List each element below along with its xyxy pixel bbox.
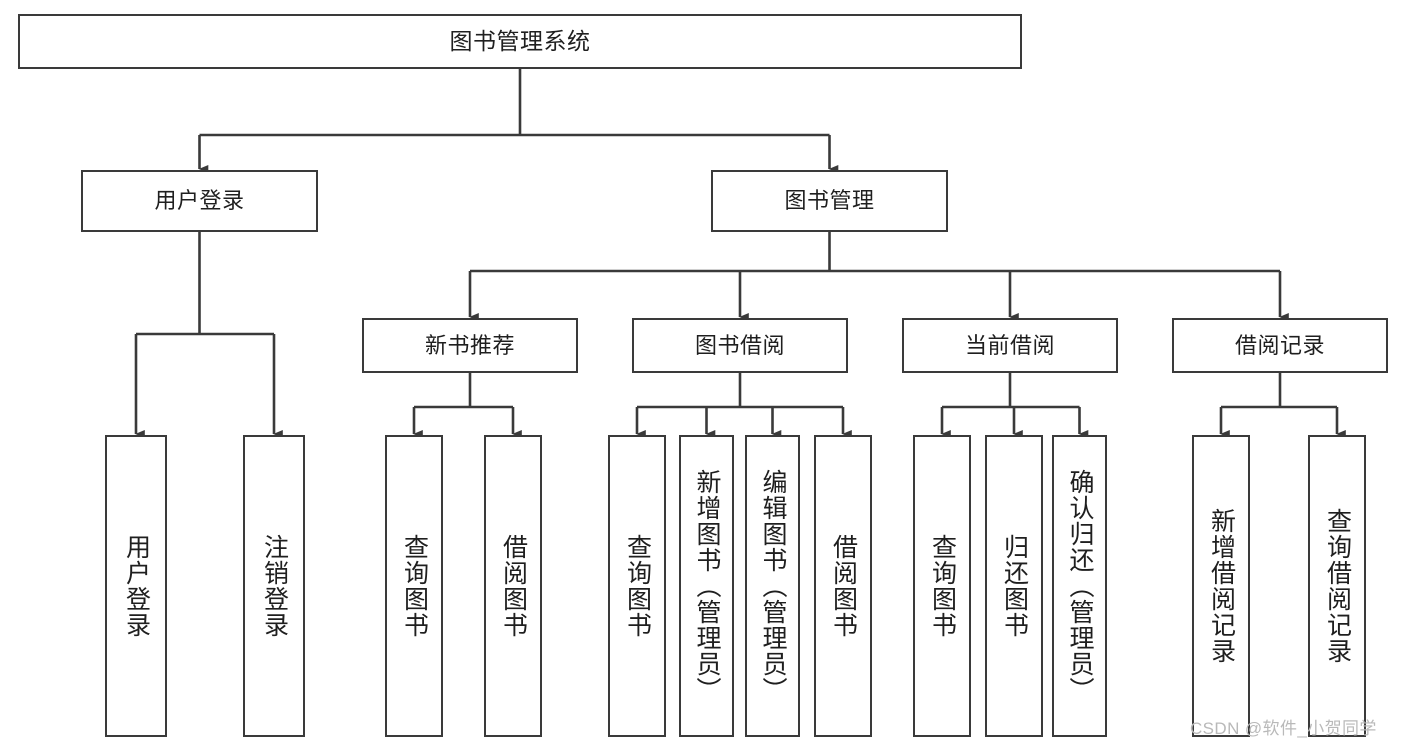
node-label-leaf-br-add: 新增图书（管理员）: [693, 469, 721, 703]
node-leaf-br-edit[interactable]: 编辑图书（管理员）: [745, 435, 800, 737]
node-label-leaf-br-edit: 编辑图书（管理员）: [759, 469, 787, 703]
node-leaf-br-borrow[interactable]: 借阅图书: [814, 435, 872, 737]
node-leaf-rc-query[interactable]: 查询借阅记录: [1308, 435, 1366, 737]
node-leaf-nb-borrow[interactable]: 借阅图书: [484, 435, 542, 737]
node-label-root: 图书管理系统: [449, 27, 591, 54]
node-label-leaf-cu-confirm: 确认归还（管理员）: [1066, 469, 1094, 703]
node-login[interactable]: 用户登录: [81, 170, 318, 232]
node-label-records: 借阅记录: [1234, 332, 1325, 358]
node-label-leaf-login: 用户登录: [122, 534, 151, 638]
node-leaf-cu-return[interactable]: 归还图书: [985, 435, 1043, 737]
node-leaf-logout[interactable]: 注销登录: [243, 435, 305, 737]
node-leaf-cu-query[interactable]: 查询图书: [913, 435, 971, 737]
node-label-current: 当前借阅: [964, 332, 1055, 358]
node-label-leaf-br-borrow: 借阅图书: [829, 534, 858, 638]
node-leaf-login[interactable]: 用户登录: [105, 435, 167, 737]
node-bookmgmt[interactable]: 图书管理: [711, 170, 948, 232]
node-label-leaf-cu-query: 查询图书: [928, 534, 957, 638]
node-records[interactable]: 借阅记录: [1172, 318, 1388, 373]
node-label-leaf-rc-add: 新增借阅记录: [1207, 508, 1236, 664]
node-label-leaf-logout: 注销登录: [260, 534, 289, 638]
node-leaf-cu-confirm[interactable]: 确认归还（管理员）: [1052, 435, 1107, 737]
node-label-borrow: 图书借阅: [694, 332, 785, 358]
node-label-leaf-cu-return: 归还图书: [1000, 534, 1029, 638]
node-newbook[interactable]: 新书推荐: [362, 318, 578, 373]
node-leaf-br-add[interactable]: 新增图书（管理员）: [679, 435, 734, 737]
csdn-watermark: CSDN @软件_小贺同学: [1190, 719, 1377, 738]
node-label-login: 用户登录: [154, 188, 245, 214]
node-borrow[interactable]: 图书借阅: [632, 318, 848, 373]
node-label-bookmgmt: 图书管理: [784, 188, 875, 214]
node-leaf-nb-query[interactable]: 查询图书: [385, 435, 443, 737]
node-leaf-rc-add[interactable]: 新增借阅记录: [1192, 435, 1250, 737]
node-label-leaf-nb-borrow: 借阅图书: [499, 534, 528, 638]
node-leaf-br-query[interactable]: 查询图书: [608, 435, 666, 737]
node-label-leaf-nb-query: 查询图书: [400, 534, 429, 638]
node-current[interactable]: 当前借阅: [902, 318, 1118, 373]
node-label-leaf-br-query: 查询图书: [623, 534, 652, 638]
node-root[interactable]: 图书管理系统: [18, 14, 1022, 69]
node-label-newbook: 新书推荐: [424, 332, 515, 358]
connector-lines: [134, 69, 1346, 438]
node-label-leaf-rc-query: 查询借阅记录: [1323, 508, 1352, 664]
